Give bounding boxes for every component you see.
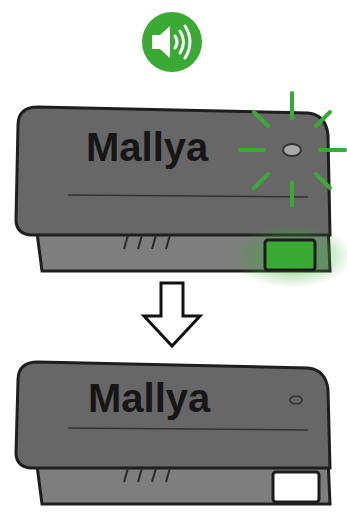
sound-wave [175, 36, 177, 48]
power-button [265, 240, 315, 270]
button-glow [230, 224, 347, 288]
device-body: Mallya [8, 350, 338, 508]
led-rays [240, 93, 345, 205]
led-indicator-off [290, 396, 302, 404]
device-seam [68, 195, 308, 197]
device-shell [16, 107, 330, 235]
power-button [273, 472, 319, 502]
vent-slot [166, 468, 170, 482]
vent-slot [152, 235, 156, 249]
flow-arrow [144, 283, 200, 346]
led-ray [290, 93, 294, 118]
brand-logo: Mallya [88, 376, 210, 420]
sound-wave [180, 31, 184, 53]
device-seam [68, 428, 308, 430]
led-indicator [283, 144, 301, 156]
brand-logo: Mallya [86, 125, 208, 169]
led-ray [290, 182, 294, 205]
speaker-symbol [152, 26, 170, 58]
vent-slot [124, 468, 128, 482]
vent-slot [138, 235, 142, 249]
vent-slot [152, 468, 156, 482]
led-ray [254, 112, 268, 126]
vent-slot [124, 235, 128, 249]
led-ray [320, 148, 345, 152]
vent-slot [138, 468, 142, 482]
device-outline [8, 95, 338, 275]
led-ray [254, 174, 268, 188]
led-ray [316, 174, 330, 188]
device-body: Mallya [8, 95, 338, 275]
speaker-icon [142, 12, 202, 72]
led-ray [316, 112, 330, 126]
vent-slot [166, 235, 170, 249]
sound-wave [185, 26, 190, 58]
speaker-badge [142, 12, 202, 72]
led-ray [240, 148, 264, 152]
device-outline [8, 350, 338, 508]
device-shell [16, 362, 330, 468]
